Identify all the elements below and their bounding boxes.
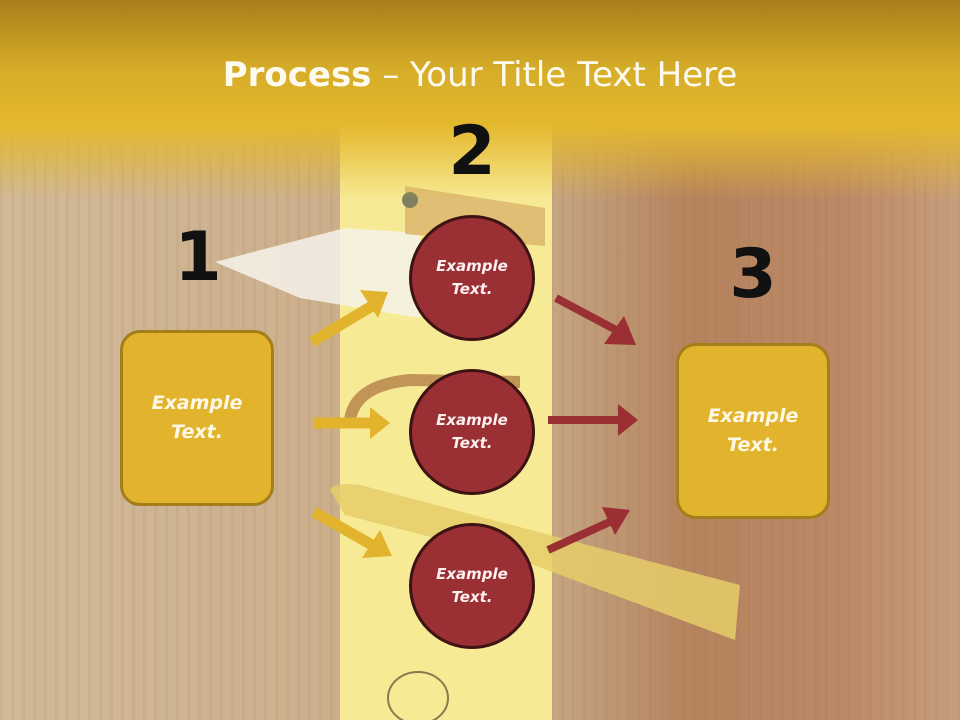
door-handle — [330, 484, 740, 640]
title-rest: – Your Title Text Here — [371, 55, 738, 95]
step-number-3: 3 — [729, 235, 777, 314]
page-title: Process – Your Title Text Here — [0, 52, 960, 98]
step-number-2: 2 — [448, 112, 496, 191]
arrow-red-up — [546, 507, 630, 554]
step-1-text: Example Text. — [151, 392, 243, 443]
step-1-box: Example Text. — [120, 330, 274, 506]
latch-bolt — [344, 373, 521, 422]
circle-1: Example Text. — [409, 215, 535, 341]
circle-3-text: Example Text. — [436, 565, 508, 606]
step-3-box: Example Text. — [676, 343, 830, 519]
step-number-1: 1 — [174, 218, 222, 297]
title-bold: Process — [222, 55, 372, 95]
arrow-red-down — [554, 294, 636, 345]
keyhole-ring — [387, 671, 449, 720]
circle-2-text: Example Text. — [436, 411, 508, 452]
step-3-text: Example Text. — [707, 405, 799, 456]
arrow-gold-right — [314, 407, 390, 439]
circle-2: Example Text. — [409, 369, 535, 495]
circle-1-text: Example Text. — [436, 257, 508, 298]
title-bar — [0, 0, 960, 200]
arrow-gold-up — [309, 290, 388, 347]
arrow-red-right — [548, 404, 638, 436]
circle-3: Example Text. — [409, 523, 535, 649]
arrow-gold-down — [311, 507, 392, 558]
